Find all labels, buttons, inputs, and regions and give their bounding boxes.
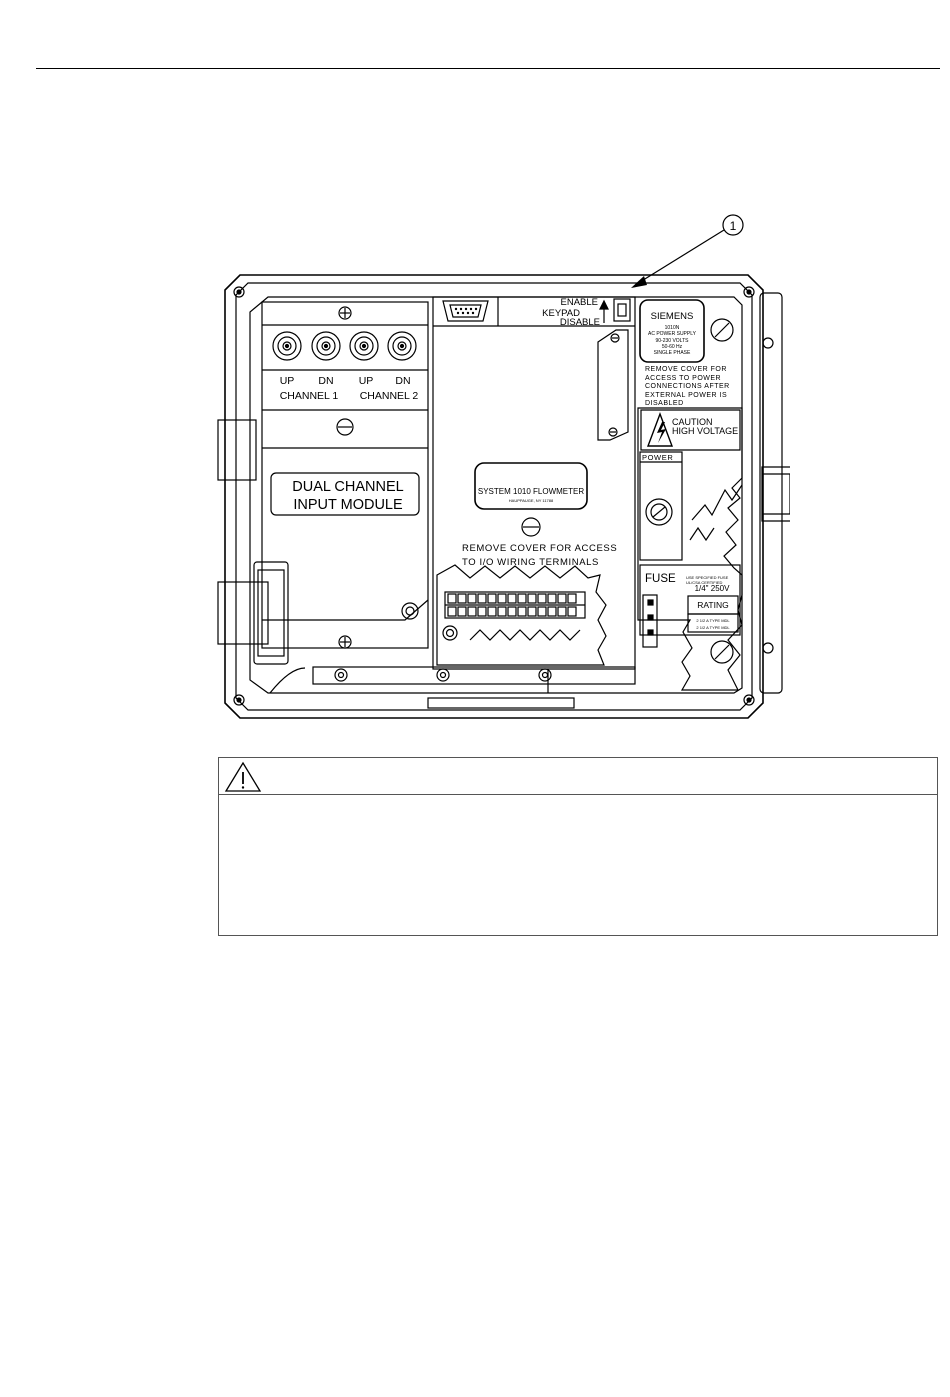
flowmeter-subtitle: HAUPPAUGE, NY 11788 <box>509 498 554 503</box>
siemens-line5: SINGLE PHASE <box>654 350 691 356</box>
bracket-bolt-icon <box>762 642 774 654</box>
bnc-connector-icon <box>272 331 417 361</box>
callout-number: 1 <box>730 219 737 233</box>
power-switch-icon <box>645 498 673 526</box>
flowmeter-title: SYSTEM 1010 FLOWMETER <box>478 487 584 496</box>
module-title-line1: DUAL CHANNEL <box>292 479 403 495</box>
fuse-rating-line2: 2 1/2 A TYPE MDL <box>696 625 730 630</box>
module-nameplate <box>270 472 420 516</box>
power-label: POWER <box>642 453 673 462</box>
power-note-line3: CONNECTIONS AFTER <box>645 383 730 390</box>
header-rule <box>36 68 940 69</box>
flowmeter-diagram: UP DN UP DN CHANNEL 1 CHANNEL 2 DUAL CHA… <box>200 205 790 725</box>
enclosure-outer <box>224 274 764 719</box>
label-channel-2: CHANNEL 2 <box>360 390 419 402</box>
enclosure-inner <box>235 282 753 711</box>
fuse-note-line2: UL/CSA CERTIFIED <box>686 580 722 585</box>
power-note-line1: REMOVE COVER FOR <box>645 366 727 373</box>
terminal-screws <box>447 593 577 617</box>
siemens-line2: AC POWER SUPPLY <box>648 331 697 337</box>
hex-nut-icon <box>401 602 419 620</box>
high-voltage-label: HIGH VOLTAGE <box>672 426 738 436</box>
callout-leader <box>639 229 725 283</box>
keypad-enable-label: ENABLE <box>561 297 599 308</box>
rail-screw-icon <box>334 668 552 682</box>
siemens-label <box>639 299 705 363</box>
fuse-value: 1/4" 250V <box>695 584 731 593</box>
power-switch-housing <box>639 451 683 561</box>
hinge-upper <box>217 419 257 481</box>
label-up-1: UP <box>280 375 295 387</box>
cover-plate <box>597 329 629 441</box>
panel-screw-icon <box>521 517 541 537</box>
warning-header <box>219 758 937 795</box>
arrow-up-icon <box>599 299 609 310</box>
corner-screw-icon <box>233 286 755 706</box>
siemens-line1: 1010N <box>665 325 680 331</box>
label-channel-1: CHANNEL 1 <box>280 390 339 402</box>
module-title-line2: INPUT MODULE <box>293 497 403 513</box>
flowmeter-badge <box>474 462 588 510</box>
input-module <box>261 301 429 649</box>
io-panel <box>432 296 636 670</box>
siemens-line3: 90-230 VOLTS <box>656 338 690 344</box>
ground-screw-icon <box>442 625 458 641</box>
fuse-cover-screw-icon <box>710 640 734 664</box>
power-note-line4: EXTERNAL POWER IS <box>645 392 727 399</box>
callout-arrow-icon <box>631 276 647 288</box>
fuse-rating-line1: 2 1/2 A TYPE MDL <box>696 618 730 623</box>
io-cover-note-line1: REMOVE COVER FOR ACCESS <box>462 543 617 554</box>
side-bracket <box>759 292 783 694</box>
power-note-line5: DISABLED <box>645 400 684 407</box>
module-screw-icon <box>336 418 354 436</box>
siemens-line4: 50-60 Hz <box>662 344 683 350</box>
keypad-switch <box>613 298 631 322</box>
label-up-2: UP <box>359 375 374 387</box>
cable-connector <box>761 466 790 522</box>
power-cover-screw-icon <box>710 318 734 342</box>
keypad-label: KEYPAD <box>542 308 580 319</box>
high-voltage-icon <box>646 412 674 447</box>
label-dn-2: DN <box>395 375 410 387</box>
power-note-line2: ACCESS TO POWER <box>645 375 721 382</box>
keypad-disable-label: DISABLE <box>560 317 600 328</box>
caution-label: CAUTION <box>672 417 713 427</box>
hinge-lower <box>217 581 269 645</box>
bottom-rail <box>312 666 636 685</box>
fuse-holder-icon <box>642 594 658 648</box>
fuse-panel <box>639 564 741 636</box>
chassis <box>249 296 743 694</box>
bottom-latch <box>427 697 575 709</box>
fuse-note-line1: USE SPECIFIED FUSE <box>686 575 729 580</box>
warning-notice <box>218 757 938 936</box>
bracket-bolt-icon <box>762 337 774 349</box>
io-cover-note-line2: TO I/O WIRING TERMINALS <box>462 557 599 568</box>
hinge-bracket <box>253 561 289 665</box>
warning-triangle-icon <box>224 761 262 792</box>
label-dn-1: DN <box>318 375 333 387</box>
siemens-brand: SIEMENS <box>651 311 694 322</box>
module-screw-icon <box>338 635 352 649</box>
warning-body <box>219 795 937 935</box>
module-screw-icon <box>338 306 352 320</box>
terminal-area <box>436 564 607 666</box>
callout-marker <box>722 214 744 236</box>
db9-connector-icon <box>442 300 489 322</box>
fuse-rating-label: RATING <box>697 600 728 610</box>
fuse-label: FUSE <box>645 573 676 585</box>
